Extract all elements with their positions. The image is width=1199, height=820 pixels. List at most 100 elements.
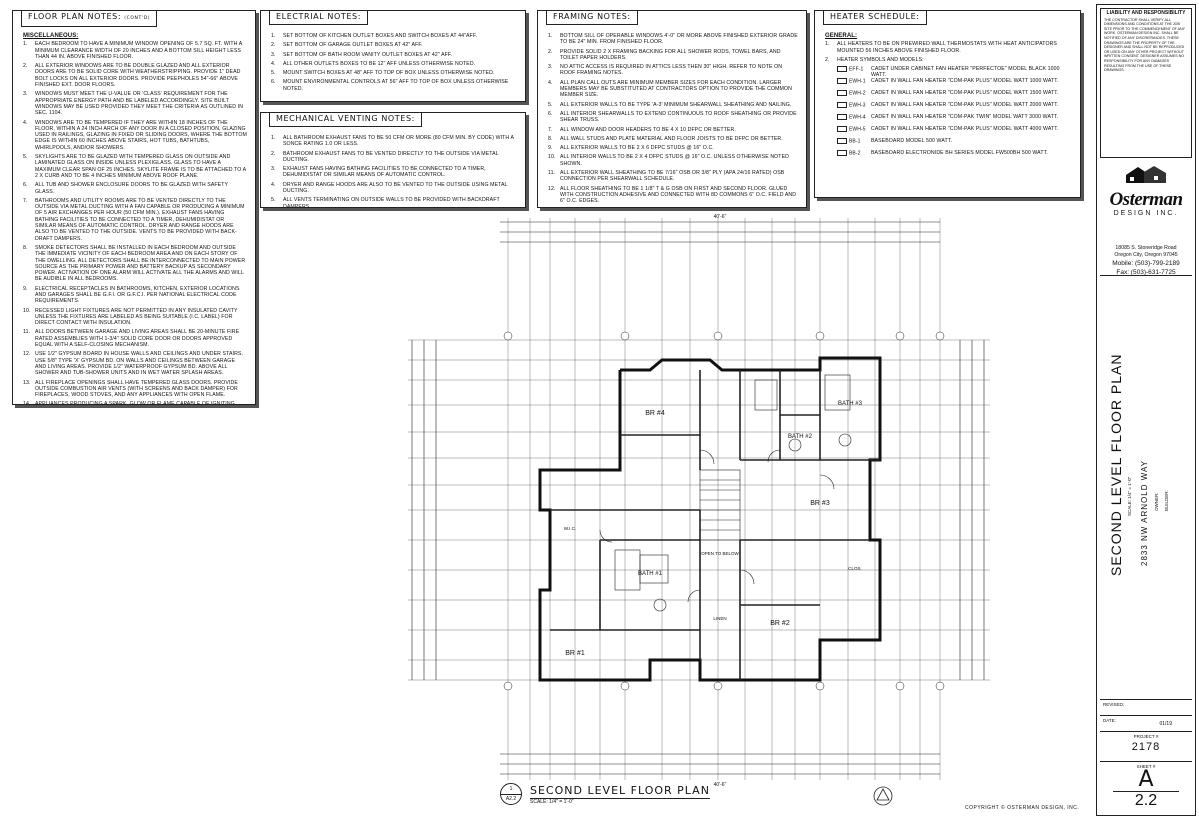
- room-label-bath1: BATH #1: [638, 571, 663, 577]
- framing-note-item: 9.ALL EXTERIOR WALLS TO BE 2 X 6 DFPC ST…: [548, 145, 798, 151]
- electrical-note-item: 2.SET BOTTOM OF GARAGE OUTLET BOXES AT 4…: [271, 42, 517, 48]
- floor-plan-note-item-text: BATHROOMS AND UTILITY ROOMS ARE TO BE VE…: [35, 197, 245, 242]
- heater-description: CADET IN WALL FAN HEATER "COM-PAK PLUS" …: [871, 90, 1059, 97]
- title-block-lower: REVISED: DATE: 01/19 PROJECT # 2178 SHEE…: [1100, 699, 1192, 820]
- framing-note-item-text: ALL EXTERIOR WALL SHEATHING TO BE 7/16" …: [560, 170, 785, 183]
- floor-plan-note-item: 14.APPLIANCES PRODUCING A SPARK, GLOW OR…: [23, 401, 247, 404]
- floor-plan-note-item-number: 10.: [23, 307, 31, 314]
- heater-description: CADET UNDER CABINET FAN HEATER "PERFECTO…: [871, 66, 1060, 79]
- framing-note-item-text: ALL WALL STUDS AND PLATE MATERIAL AND FL…: [560, 135, 783, 142]
- liability-title: LIABILITY AND RESPONSIBILITY: [1106, 10, 1186, 16]
- heater-description: CADET IN WALL FAN HEATER "COM-PAK PLUS" …: [871, 126, 1059, 133]
- copyright-notice: COPYRIGHT © OSTERMAN DESIGN, INC.: [965, 805, 1080, 811]
- drawing-ref-number: 1: [501, 784, 521, 795]
- heater-general-item-number: 2.: [825, 56, 830, 63]
- floor-plan-note-item: 12.USE 1/2" GYPSUM BOARD IN HOUSE WALLS …: [23, 351, 247, 376]
- plan-title: SECOND LEVEL FLOOR PLAN: [530, 784, 710, 799]
- floor-plan-note-item-number: 11.: [23, 329, 31, 336]
- vertical-title-area: SECOND LEVEL FLOOR PLAN SCALE: 1/4" = 1'…: [1100, 275, 1192, 695]
- electrical-note-item: 3.SET BOTTOM OF BATH ROOM VANITY OUTLET …: [271, 52, 517, 58]
- mechanical-note-item-text: BATHROOM EXHAUST FANS TO BE VENTED DIREC…: [283, 150, 499, 163]
- floor-plan-note-item-number: 12.: [23, 351, 31, 358]
- title-block: LIABILITY AND RESPONSIBILITY THE CONTRAC…: [1096, 4, 1196, 816]
- floor-plan-note-item-text: ALL FIREPLACE OPENINGS SHALL HAVE TEMPER…: [35, 379, 238, 399]
- electrical-note-item-number: 6.: [271, 79, 276, 86]
- framing-note-item-number: 5.: [548, 101, 553, 108]
- framing-note-item-text: BOTTOM SILL OF OPERABLE WINDOWS 4'-0" OR…: [560, 33, 798, 46]
- framing-note-item-text: ALL EXTERIOR WALLS TO BE 2 X 6 DFPC STUD…: [560, 145, 714, 152]
- room-label-bath2: BATH #2: [788, 434, 813, 440]
- electrical-note-item-number: 2.: [271, 42, 276, 49]
- framing-note-item: 5.ALL EXTERIOR WALLS TO BE TYPE 'A-3' MI…: [548, 102, 798, 108]
- company-name: Osterman: [1109, 189, 1183, 210]
- room-label-br1: BR #1: [565, 650, 585, 657]
- electrical-note-item-text: SET BOTTOM OF KITCHEN OUTLET BOXES AND S…: [283, 33, 478, 39]
- mechanical-note-item-number: 1.: [271, 135, 276, 141]
- floor-plan-note-item-number: 4.: [23, 119, 28, 126]
- framing-note-item: 11. ALL EXTERIOR WALL SHEATHING TO BE 7/1…: [548, 170, 798, 183]
- electrical-note-item: 4.ALL OTHER OUTLETS BOXES TO BE 12" AFF …: [271, 61, 517, 67]
- heater-general-item-number: 1.: [825, 41, 830, 48]
- floor-plan-note-item-text: EACH BEDROOM TO HAVE A MINIMUM WINDOW OP…: [35, 41, 243, 60]
- floor-plan-note-item-number: 6.: [23, 182, 28, 189]
- project-address-vertical: 2833 NW ARNOLD WAY: [1140, 459, 1149, 566]
- mechanical-note-item-number: 5.: [271, 197, 276, 204]
- mechanical-note-item: 3.EXHAUST FANS HAVING BATHING FACILITIES…: [271, 166, 517, 179]
- plan-title-block: 1 A2.2 SECOND LEVEL FLOOR PLAN SCALE: 1/…: [500, 783, 800, 811]
- miscellaneous-subtitle: MISCELLANEOUS:: [23, 33, 79, 39]
- company-subname: DESIGN INC.: [1113, 210, 1179, 217]
- heater-symbol: BB-2: [837, 150, 861, 157]
- framing-note-item-number: 11.: [548, 170, 556, 177]
- framing-note-item-number: 6.: [548, 110, 553, 117]
- heater-symbol: EWH-3: [837, 102, 866, 109]
- framing-note-item-number: 10.: [548, 154, 556, 161]
- framing-note-item: 8.ALL WALL STUDS AND PLATE MATERIAL AND …: [548, 136, 798, 142]
- heater-general-item: 1.ALL HEATERS TO BE ON PREWIRED WALL THE…: [825, 41, 1072, 54]
- heater-symbol: EWH-2: [837, 90, 866, 97]
- company-logo: Osterman DESIGN INC.: [1100, 161, 1192, 241]
- liability-text: THE CONTRACTOR SHALL VERIFY ALL DIMENSIO…: [1104, 17, 1185, 73]
- electrical-note-item-number: 5.: [271, 70, 276, 77]
- company-contact: 18085 S. Stoneridge Road Oregon City, Or…: [1100, 245, 1192, 277]
- mechanical-note-item: 1.ALL BATHROOM EXHAUST FANS TO BE 50 CFM…: [271, 135, 517, 148]
- framing-note-item-number: 4.: [548, 79, 553, 86]
- mechanical-note-item-text: EXHAUST FANS HAVING BATHING FACILITIES T…: [283, 166, 486, 179]
- drawing-reference-bubble: 1 A2.2: [500, 783, 522, 805]
- mechanical-note-item-text: DRYER AND RANGE HOODS ARE ALSO TO BE VEN…: [283, 181, 508, 195]
- framing-note-item: 1.BOTTOM SILL OF OPERABLE WINDOWS 4'-0" …: [548, 33, 798, 46]
- liability-box: LIABILITY AND RESPONSIBILITY THE CONTRAC…: [1100, 8, 1192, 158]
- heater-schedule-title: HEATER SCHEDULE:: [823, 11, 927, 25]
- framing-note-item: 3.NO ATTIC ACCESS IS REQUIRED IN ATTICS …: [548, 64, 798, 77]
- electrical-note-item-number: 1.: [271, 33, 276, 39]
- house-logo-icon: [1126, 166, 1166, 183]
- floor-plan-note-item: 11. ALL DOORS BETWEEN GARAGE AND LIVING A…: [23, 329, 247, 348]
- second-level-floor-plan-drawing: BR #4 BATH #2 BATH #3 BR #3 BR #2 BR #1 …: [408, 214, 990, 788]
- framing-note-item-text: ALL INTERIOR SHEARWALLS TO EXTEND CONTIN…: [560, 110, 797, 124]
- room-label-open-to-below: OPEN TO BELOW: [701, 551, 739, 556]
- framing-note-item-text: ALL PLAN CALL OUTS ARE MINIMUM MEMBER SI…: [560, 79, 792, 99]
- mobile-number: Mobile: (503)-799-2189: [1112, 260, 1180, 267]
- heater-symbol: EWH-4: [837, 114, 866, 121]
- sheet-letter: A: [1138, 767, 1154, 792]
- framing-notes-panel: FRAMING NOTES: 1.BOTTOM SILL OF OPERABLE…: [537, 10, 807, 208]
- electrical-note-item-text: SET BOTTOM OF BATH ROOM VANITY OUTLET BO…: [283, 51, 453, 58]
- floor-plan-notes-header: FLOOR PLAN NOTES: (CONT'D): [21, 11, 158, 27]
- heater-general-list: 1.ALL HEATERS TO BE ON PREWIRED WALL THE…: [825, 41, 1072, 63]
- floor-plan-note-item: 2.ALL EXTERIOR WINDOWS ARE TO BE DOUBLE …: [23, 63, 247, 88]
- framing-note-item: 4. ALL PLAN CALL OUTS ARE MINIMUM MEMBER …: [548, 80, 798, 99]
- fax-number: Fax: (503)-631-7725: [1116, 269, 1176, 276]
- electrical-note-item-text: MOUNT ENVIRONMENTAL CONTROLS AT 56" AFF …: [283, 79, 509, 92]
- framing-note-item-number: 12.: [548, 185, 556, 192]
- heater-description: BASEBOARD MODEL 500 WATT.: [871, 138, 953, 145]
- owner-label-vertical: OWNER:: [1154, 492, 1159, 512]
- floor-plan-note-item-text: SMOKE DETECTORS SHALL BE INSTALLED IN EA…: [35, 244, 246, 283]
- electrical-note-item: 6. MOUNT ENVIRONMENTAL CONTROLS AT 56" AF…: [271, 79, 517, 92]
- framing-note-item-number: 7.: [548, 126, 553, 133]
- heater-symbol: BB-1: [837, 138, 861, 145]
- heater-description: CADET IN WALL FAN HEATER "COM-PAK PLUS" …: [871, 102, 1059, 109]
- floor-plan-note-item-text: ALL DOORS BETWEEN GARAGE AND LIVING AREA…: [35, 329, 240, 349]
- floor-plan-note-item-text: WINDOWS ARE TO BE TEMPERED IF THEY ARE W…: [35, 119, 247, 151]
- sheet-title-vertical: SECOND LEVEL FLOOR PLAN: [1108, 353, 1124, 576]
